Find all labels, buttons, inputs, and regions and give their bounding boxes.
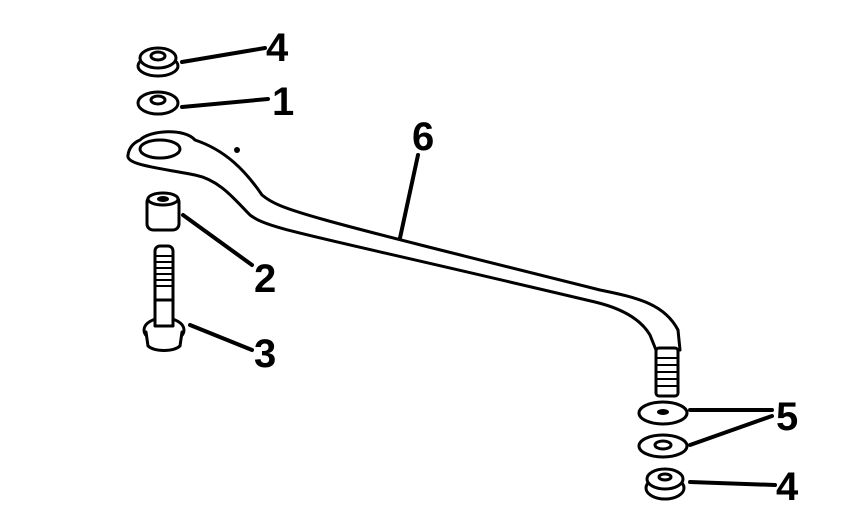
leader-3: [188, 323, 254, 352]
dot-mark: [234, 147, 240, 153]
callout-4-top: 4: [266, 26, 289, 70]
leader-4-top: [180, 46, 267, 64]
tie-rod: [126, 130, 682, 398]
callout-6: 6: [412, 115, 434, 159]
nut: [136, 90, 180, 116]
lock-nut-top: [136, 46, 180, 78]
bolt: [142, 244, 186, 352]
lock-nut-bottom: [644, 467, 686, 501]
leader-5b: [688, 414, 774, 447]
leader-1: [180, 97, 270, 109]
callout-3: 3: [254, 332, 276, 376]
callout-4-bottom: 4: [776, 465, 799, 509]
callout-1: 1: [272, 80, 294, 124]
washers: [637, 400, 689, 459]
leader-6: [398, 153, 420, 240]
leader-2: [181, 213, 254, 267]
callout-2: 2: [254, 257, 276, 301]
leader-4-bottom: [688, 480, 777, 487]
spacer: [145, 191, 181, 232]
callout-5: 5: [776, 395, 798, 439]
